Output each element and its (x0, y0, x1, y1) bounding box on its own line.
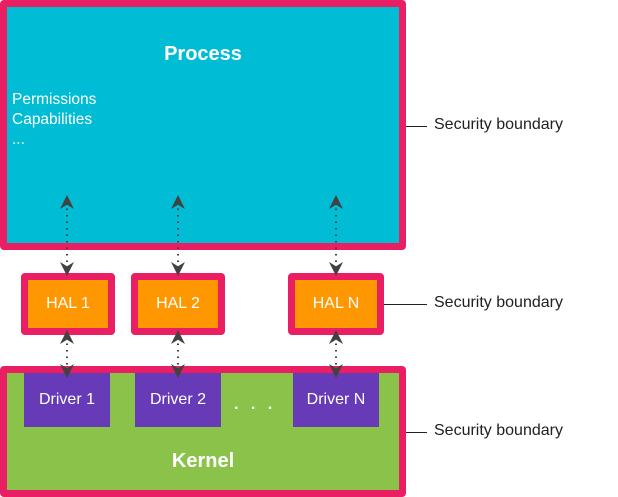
kernel-title: Kernel (171, 450, 235, 472)
process-attribute-permissions: Permissions (12, 91, 97, 108)
driver-box-2: Driver 2 (135, 373, 221, 427)
hal-box-2: HAL 2 (131, 273, 225, 335)
driver-box-n: Driver N (293, 373, 379, 427)
driver-box-1: Driver 1 (24, 373, 110, 427)
process-attributes-list: Permissions Capabilities ... (12, 90, 96, 150)
security-boundary-line-kernel (406, 432, 427, 433)
hal-label: HAL 2 (156, 295, 200, 312)
process-title: Process (164, 43, 242, 65)
security-boundary-label-kernel: Security boundary (434, 422, 563, 439)
security-boundary-label-hal: Security boundary (434, 294, 563, 311)
hal-label: HAL N (312, 295, 360, 312)
security-boundary-line-process (406, 126, 427, 127)
hal-label: HAL 1 (46, 295, 90, 312)
security-boundary-line-hal (384, 304, 427, 305)
driver-label: Driver 1 (38, 391, 95, 408)
security-boundary-label-process: Security boundary (434, 116, 563, 133)
driver-label: Driver N (306, 391, 366, 408)
process-attribute-more: ... (12, 131, 25, 148)
drivers-ellipsis: . . . (234, 396, 277, 413)
driver-label: Driver 2 (149, 391, 206, 408)
process-attribute-capabilities: Capabilities (12, 111, 93, 128)
